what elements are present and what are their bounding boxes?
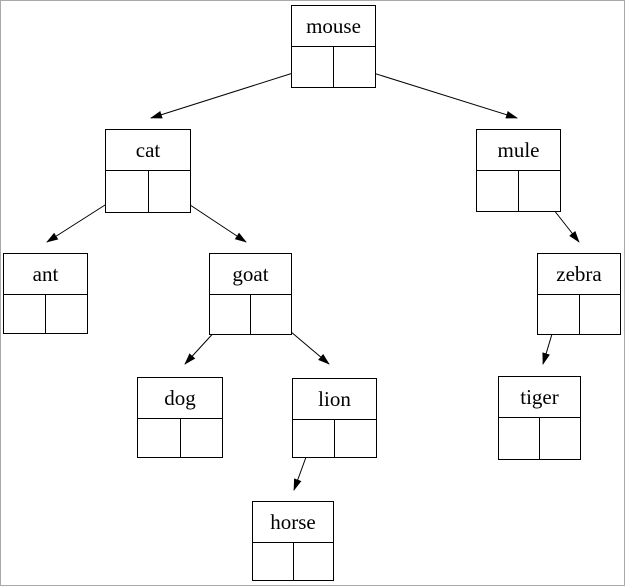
- right-pointer-cell: [580, 295, 621, 334]
- pointer-cells: [499, 418, 580, 459]
- tree-node-horse: horse: [252, 501, 334, 581]
- node-label: dog: [138, 378, 222, 419]
- right-pointer-cell: [149, 171, 191, 212]
- left-pointer-cell: [138, 419, 181, 457]
- node-label: horse: [253, 502, 333, 543]
- node-label: mule: [477, 130, 560, 171]
- pointer-cells: [477, 171, 560, 211]
- tree-node-tiger: tiger: [498, 376, 581, 460]
- left-pointer-cell: [293, 420, 335, 457]
- node-label: ant: [4, 254, 87, 295]
- left-pointer-cell: [499, 418, 540, 459]
- pointer-cells: [538, 295, 620, 334]
- right-pointer-cell: [294, 543, 334, 580]
- edge-mouse-left-to-cat: [150, 66, 313, 119]
- tree-node-ant: ant: [3, 253, 88, 334]
- left-pointer-cell: [477, 171, 519, 211]
- right-pointer-cell: [335, 420, 376, 457]
- tree-node-zebra: zebra: [537, 253, 621, 335]
- tree-node-mule: mule: [476, 129, 561, 212]
- edge-mouse-right-to-mule: [353, 66, 518, 119]
- pointer-cells: [4, 295, 87, 333]
- node-label: mouse: [292, 6, 375, 47]
- left-pointer-cell: [106, 171, 149, 212]
- right-pointer-cell: [181, 419, 223, 457]
- left-pointer-cell: [292, 47, 334, 87]
- right-pointer-cell: [251, 295, 291, 334]
- pointer-cells: [253, 543, 333, 580]
- node-label: cat: [106, 130, 190, 171]
- tree-node-lion: lion: [292, 378, 377, 458]
- node-label: goat: [210, 254, 291, 295]
- tree-node-dog: dog: [137, 377, 223, 458]
- right-pointer-cell: [334, 47, 375, 87]
- left-pointer-cell: [4, 295, 46, 333]
- tree-node-mouse: mouse: [291, 5, 376, 88]
- right-pointer-cell: [519, 171, 560, 211]
- right-pointer-cell: [46, 295, 87, 333]
- right-pointer-cell: [540, 418, 580, 459]
- pointer-cells: [210, 295, 291, 334]
- node-label: zebra: [538, 254, 620, 295]
- left-pointer-cell: [210, 295, 251, 334]
- left-pointer-cell: [538, 295, 580, 334]
- pointer-cells: [293, 420, 376, 457]
- node-label: tiger: [499, 377, 580, 418]
- pointer-cells: [292, 47, 375, 87]
- left-pointer-cell: [253, 543, 294, 580]
- tree-node-cat: cat: [105, 129, 191, 213]
- pointer-cells: [138, 419, 222, 457]
- node-label: lion: [293, 379, 376, 420]
- pointer-cells: [106, 171, 190, 212]
- tree-node-goat: goat: [209, 253, 292, 335]
